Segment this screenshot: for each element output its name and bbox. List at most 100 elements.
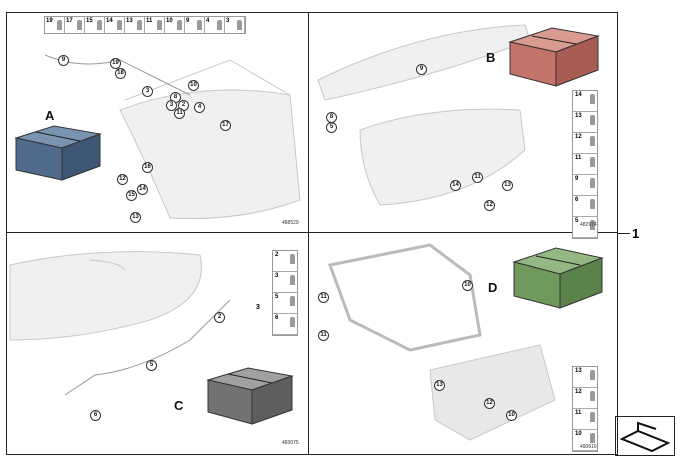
callout[interactable]: 14 (137, 184, 148, 195)
part-number: 12 (575, 389, 582, 395)
callout[interactable]: 11 (174, 108, 185, 119)
part-cell[interactable]: 11 (145, 17, 165, 33)
screw-icon (177, 20, 182, 30)
screw-icon (237, 20, 242, 30)
part-cell[interactable]: 9 (573, 175, 597, 196)
part-number: 6 (275, 315, 279, 321)
screw-icon (197, 20, 202, 30)
callout[interactable]: 11 (318, 330, 329, 341)
part-number: 2 (275, 252, 279, 258)
part-cell[interactable]: 9 (185, 17, 205, 33)
callout[interactable]: 12 (484, 200, 495, 211)
part-cell[interactable]: 3 (225, 17, 245, 33)
callout[interactable]: 14 (450, 180, 461, 191)
callout[interactable]: 3 (166, 100, 177, 111)
grommet-icon (590, 433, 595, 443)
part-cell[interactable]: 13 (573, 112, 597, 133)
part-cell[interactable]: 14 (573, 91, 597, 112)
nut-icon (137, 20, 142, 30)
part-number: 6 (575, 197, 579, 203)
callout[interactable]: 5 (146, 360, 157, 371)
part-cell[interactable]: 6 (573, 196, 597, 217)
part-number: 15 (86, 18, 93, 24)
part-number: 17 (66, 18, 73, 24)
q1-parts-strip: 19 17 15 14 13 11 10 9 4 3 (44, 16, 246, 34)
callout[interactable]: 13 (130, 212, 141, 223)
view-orientation-button[interactable] (615, 416, 675, 456)
screw-icon (590, 412, 595, 422)
part-number: 13 (575, 113, 582, 119)
rivet-icon (97, 20, 102, 30)
callout[interactable]: 9 (58, 55, 69, 66)
part-number: 19 (46, 18, 53, 24)
callout[interactable]: 6 (90, 410, 101, 421)
part-number: 9 (575, 176, 579, 182)
part-cell[interactable]: 19 (45, 17, 65, 33)
diagram-frame (6, 12, 618, 455)
part-number: 10 (166, 18, 173, 24)
nut-icon (590, 199, 595, 209)
kit-box-d[interactable] (512, 246, 604, 310)
part-number: 14 (106, 18, 113, 24)
part-cell[interactable]: 10 (165, 17, 185, 33)
part-cell[interactable]: 4 (205, 17, 225, 33)
screw-icon (590, 136, 595, 146)
part-cell[interactable]: 12 (573, 133, 597, 154)
part-cell[interactable]: 14 (105, 17, 125, 33)
part-cell[interactable]: 5 (573, 217, 597, 238)
part-number: 5 (275, 294, 279, 300)
part-cell[interactable]: 13 (125, 17, 145, 33)
kit-letter: D (488, 280, 498, 295)
cap-icon (290, 317, 295, 327)
callout[interactable]: 4 (194, 102, 205, 113)
callout[interactable]: 5 (326, 122, 337, 133)
part-cell[interactable]: 12 (573, 388, 597, 409)
callout[interactable]: 11 (472, 172, 483, 183)
part-number: 11 (575, 155, 582, 161)
callout[interactable]: 19 (110, 58, 121, 69)
callout[interactable]: 3 (142, 86, 153, 97)
clip-icon (290, 296, 295, 306)
screw-icon (157, 20, 162, 30)
callout[interactable]: 9 (416, 64, 427, 75)
callout[interactable]: 17 (220, 120, 231, 131)
callout[interactable]: 13 (502, 180, 513, 191)
callout[interactable]: 10 (462, 280, 473, 291)
callout[interactable]: 18 (115, 68, 126, 79)
part-cell[interactable]: 5 (273, 293, 297, 314)
image-number: 483075 (282, 440, 299, 446)
part-cell[interactable]: 10 (573, 430, 597, 451)
part-cell[interactable]: 3 (273, 272, 297, 293)
kit-box-a[interactable] (14, 124, 102, 182)
part-cell[interactable]: 13 (573, 367, 597, 388)
part-number: 5 (575, 218, 579, 224)
callout[interactable]: 10 (188, 80, 199, 91)
tailgate-drawing-q1 (119, 89, 301, 220)
kit-box-c[interactable] (206, 366, 294, 426)
inner-panel-drawing (429, 344, 556, 441)
part-number: 4 (206, 18, 210, 24)
callout[interactable]: 11 (318, 292, 329, 303)
part-cell[interactable]: 17 (65, 17, 85, 33)
part-number: 10 (575, 431, 582, 437)
part-cell[interactable]: 2 (273, 251, 297, 272)
callout[interactable]: 12 (117, 174, 128, 185)
callout[interactable]: 15 (126, 190, 137, 201)
kit-box-b[interactable] (508, 26, 600, 88)
image-number: 488529 (282, 220, 299, 226)
callout[interactable]: 10 (506, 410, 517, 421)
part-cell[interactable]: 11 (573, 409, 597, 430)
callout[interactable]: 13 (434, 380, 445, 391)
part-cell[interactable]: 11 (573, 154, 597, 175)
kit-letter: A (45, 108, 55, 123)
callout[interactable]: 3 (256, 304, 260, 311)
q4-parts-column: 13 12 11 10 (572, 366, 598, 452)
callout[interactable]: 2 (214, 312, 225, 323)
part-cell[interactable]: 6 (273, 314, 297, 335)
callout[interactable]: 12 (484, 398, 495, 409)
callout[interactable]: 16 (142, 162, 153, 173)
tailgate-view-icon (619, 421, 671, 453)
part-cell[interactable]: 15 (85, 17, 105, 33)
kit-letter: B (486, 50, 496, 65)
